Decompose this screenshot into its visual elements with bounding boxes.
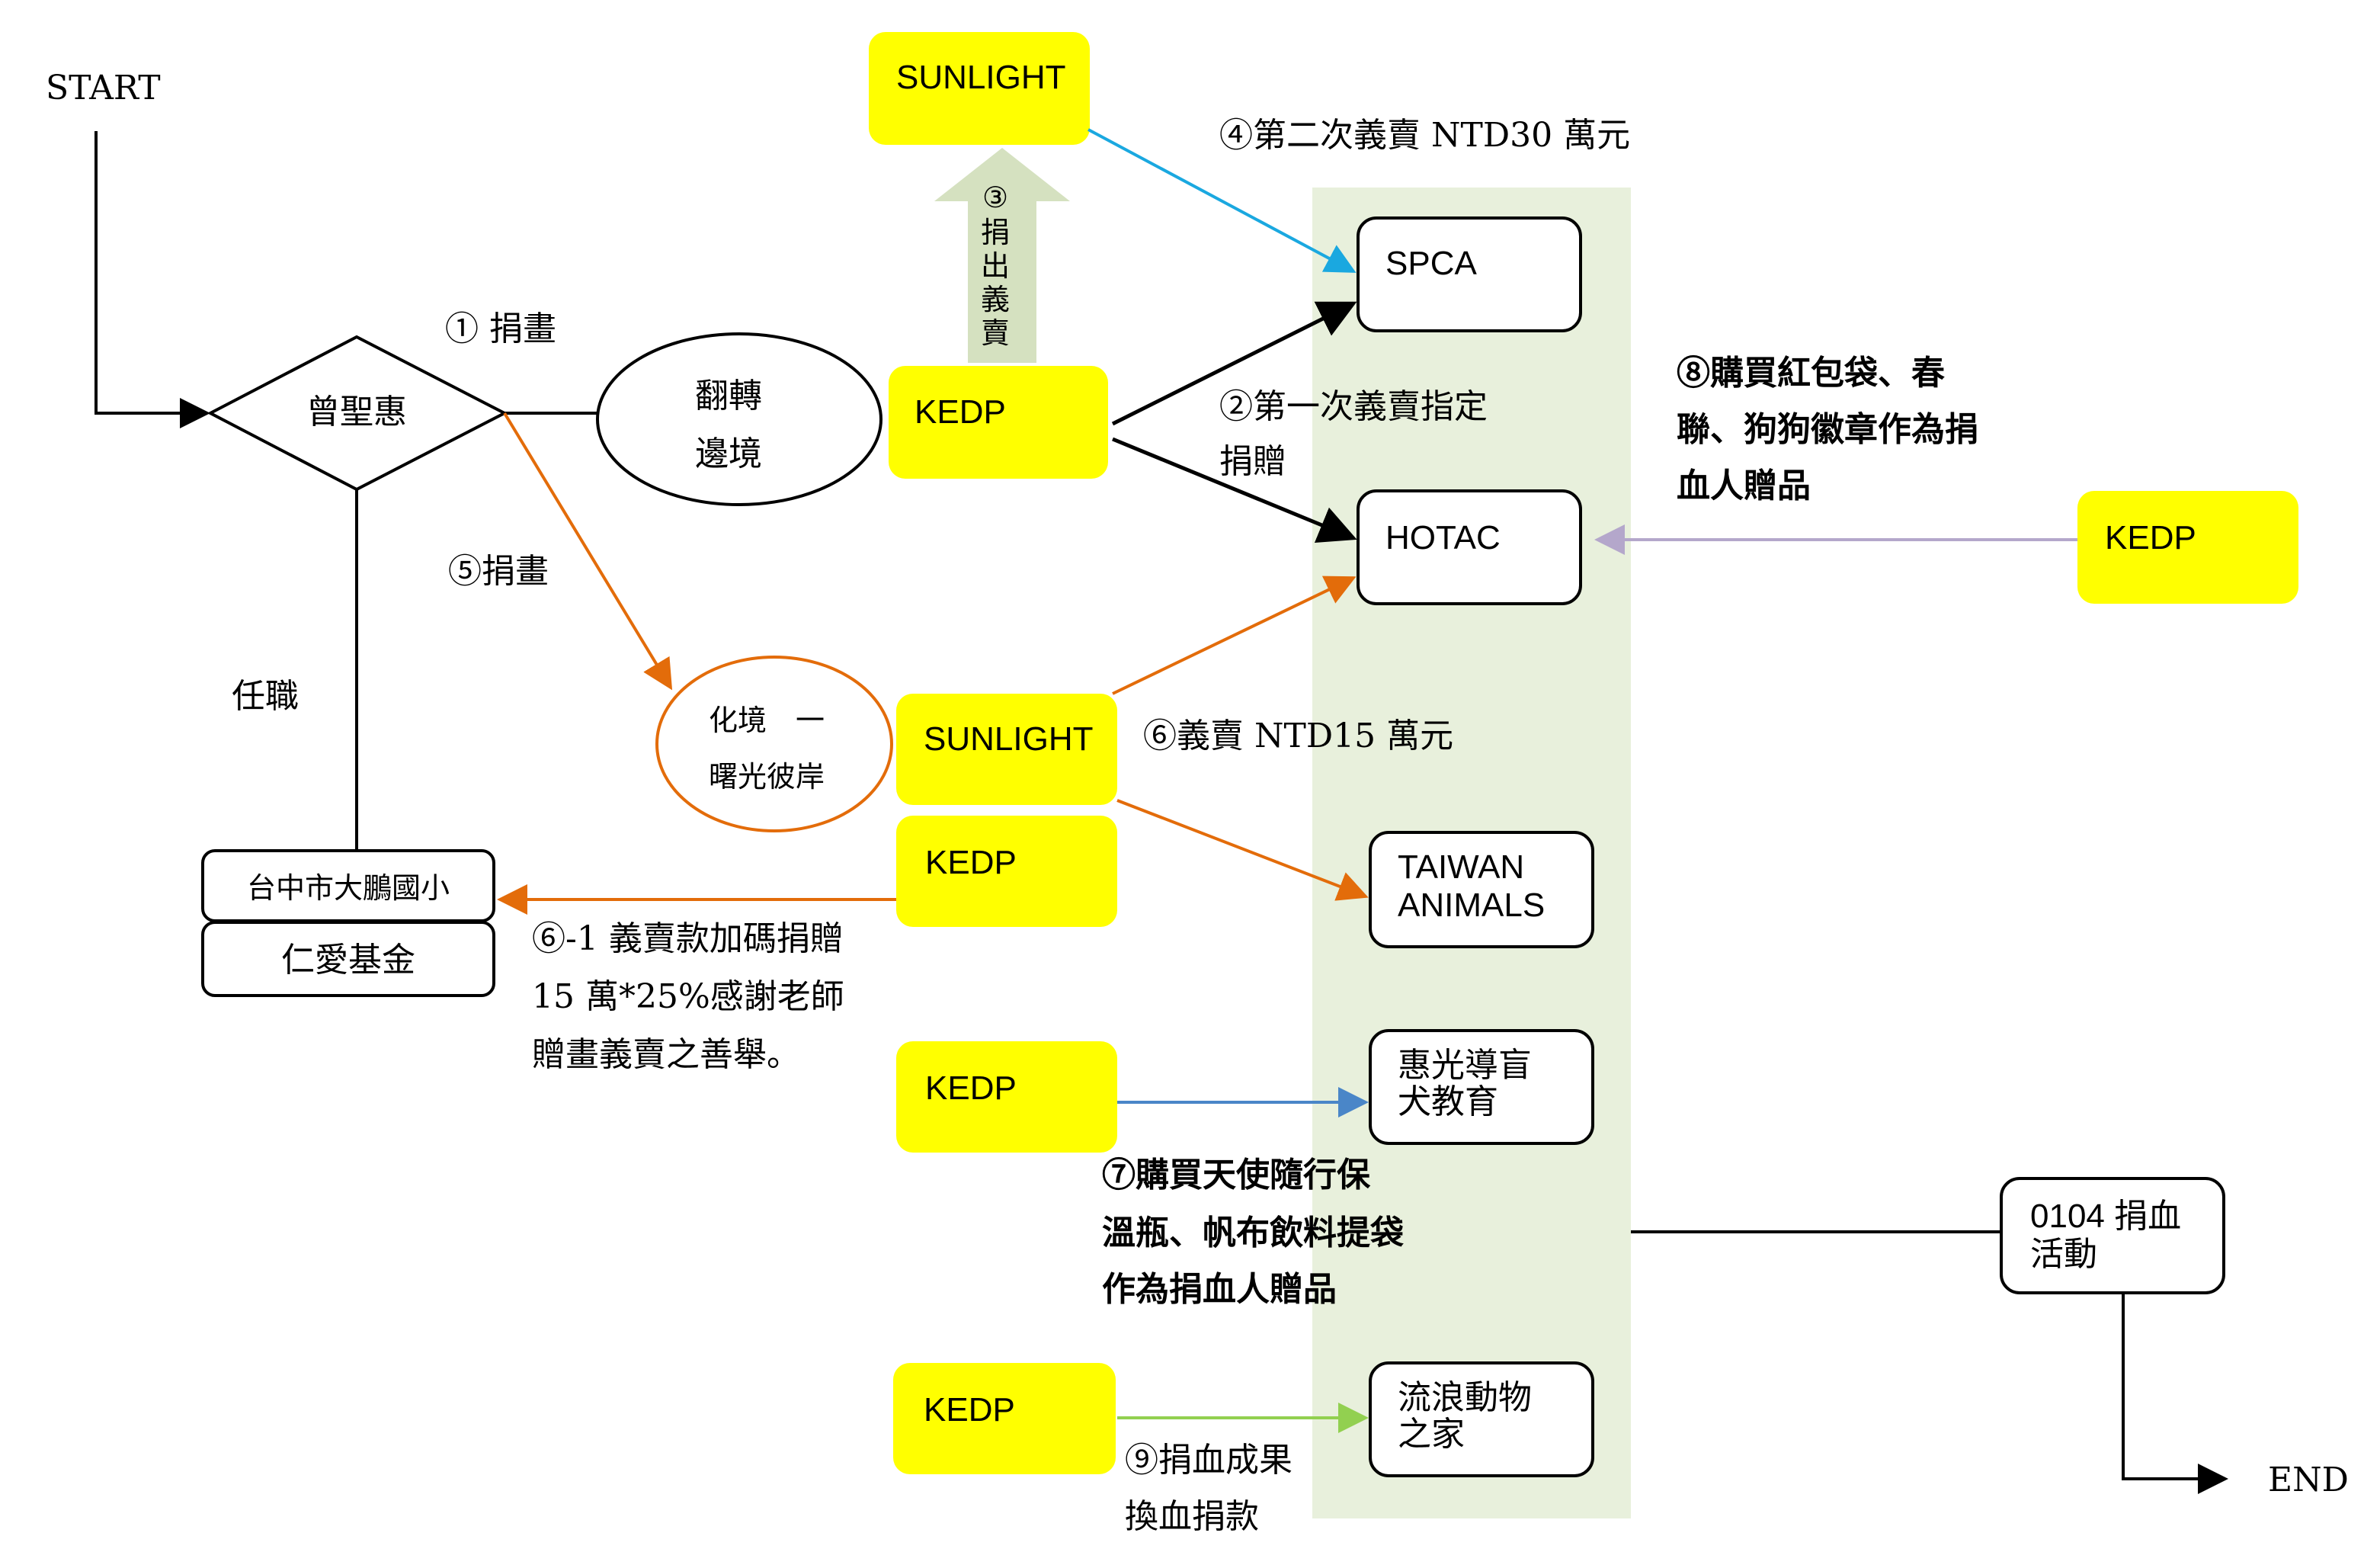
- step7-line1: ⑦購買天使隨行保: [1102, 1156, 1371, 1194]
- step2-line1: ②第一次義賣指定: [1219, 387, 1488, 426]
- employment-label: 任職: [232, 677, 299, 716]
- guide-dog-line1: 惠光導盲: [1398, 1046, 1532, 1085]
- artwork1-ellipse[interactable]: [596, 332, 882, 506]
- start-arrow: [94, 131, 210, 428]
- sunlight-top-label: SUNLIGHT: [896, 59, 1065, 96]
- step4-label: ④第二次義賣 NTD30 萬元: [1219, 116, 1630, 155]
- artwork2-ellipse[interactable]: [655, 656, 893, 832]
- arrow-kedp-to-hotac: [1112, 437, 1357, 543]
- decision-label: 曾聖惠: [306, 393, 407, 431]
- end-label: END: [2268, 1461, 2349, 1499]
- guide-dog-line2: 犬教育: [1398, 1082, 1498, 1121]
- stray-home-line1: 流浪動物: [1398, 1378, 1532, 1417]
- sunlight-mid-box[interactable]: [896, 694, 1117, 805]
- blood-drive-line1: 0104 捐血: [2030, 1198, 2181, 1235]
- step3-char: ③: [982, 181, 1008, 214]
- step3-label: ③ 捐 出 義 賣: [981, 181, 1010, 350]
- donate-up-arrow: [934, 148, 1070, 363]
- step3-char: 義: [981, 283, 1010, 316]
- spca-box[interactable]: [1357, 216, 1582, 332]
- taiwan-animals-line2: ANIMALS: [1398, 887, 1545, 924]
- step8-line2: 聯、狗狗徽章作為捐: [1677, 410, 1978, 449]
- stray-home-line2: 之家: [1398, 1415, 1465, 1454]
- kedp-4-box[interactable]: [893, 1363, 1116, 1474]
- kedp-right-box[interactable]: [2077, 491, 2298, 604]
- step7-line3: 作為捐血人贈品: [1102, 1270, 1337, 1309]
- step6-1-line1: ⑥-1 義賣款加碼捐贈: [532, 919, 844, 958]
- step3-char: 賣: [981, 316, 1010, 350]
- artwork2-line2: 曙光彼岸: [709, 760, 825, 794]
- hotac-label: HOTAC: [1385, 519, 1501, 556]
- fund-label: 仁愛基金: [281, 941, 415, 980]
- step2-line2: 捐贈: [1219, 442, 1286, 481]
- step9-line1: ⑨捐血成果: [1125, 1441, 1293, 1480]
- arrow-sunlight-to-taiwan-animals: [1116, 799, 1369, 901]
- sunlight-top-box[interactable]: [869, 32, 1090, 145]
- kedp-1-box[interactable]: [889, 366, 1108, 479]
- guide-dog-box[interactable]: [1369, 1029, 1594, 1145]
- arrow-sunlight-to-hotac: [1112, 576, 1357, 695]
- fund-box[interactable]: [201, 921, 495, 997]
- kedp-right-label: KEDP: [2105, 519, 2196, 556]
- end-arrow: [2122, 1293, 2228, 1494]
- step9-line2: 換血捐款: [1125, 1497, 1259, 1536]
- kedp-2-label: KEDP: [925, 844, 1017, 881]
- sunlight-mid-label: SUNLIGHT: [924, 720, 1093, 758]
- step7-line2: 溫瓶、帆布飲料提袋: [1102, 1214, 1404, 1252]
- arrow-to-artwork2: [503, 412, 673, 691]
- step3-char: 捐: [981, 216, 1010, 249]
- spca-label: SPCA: [1385, 245, 1477, 282]
- step1-label: ① 捐畫: [445, 309, 556, 348]
- start-label: START: [46, 69, 161, 107]
- step6-1-line2: 15 萬*25%感謝老師: [532, 977, 844, 1016]
- blood-drive-line2: 活動: [2030, 1235, 2097, 1274]
- step3-char: 出: [981, 249, 1010, 283]
- step6-label: ⑥義賣 NTD15 萬元: [1143, 717, 1453, 755]
- arrow-sunlight-to-spca: [1087, 128, 1357, 273]
- arrow-kedp-to-spca: [1111, 301, 1357, 426]
- stray-home-box[interactable]: [1369, 1361, 1594, 1477]
- kedp-3-box[interactable]: [896, 1041, 1117, 1153]
- step6-1-line3: 贈畫義賣之善舉。: [532, 1035, 800, 1074]
- school-label: 台中市大鵬國小: [247, 871, 450, 905]
- kedp-2-box[interactable]: [896, 816, 1117, 927]
- step5-label: ⑤捐畫: [448, 552, 549, 591]
- taiwan-animals-line1: TAIWAN: [1398, 848, 1524, 886]
- hotac-box[interactable]: [1357, 489, 1582, 605]
- step8-line3: 血人贈品: [1677, 467, 1811, 505]
- kedp-1-label: KEDP: [915, 393, 1006, 431]
- step8-line1: ⑧購買紅包袋、春: [1677, 354, 1945, 393]
- artwork2-line1: 化境 一: [709, 704, 825, 737]
- blood-drive-box[interactable]: [2000, 1177, 2225, 1294]
- artwork1-line2: 邊境: [695, 434, 762, 473]
- kedp-4-label: KEDP: [924, 1391, 1015, 1429]
- artwork1-line1: 翻轉: [695, 377, 762, 415]
- kedp-3-label: KEDP: [925, 1069, 1017, 1107]
- taiwan-animals-box[interactable]: [1369, 831, 1594, 948]
